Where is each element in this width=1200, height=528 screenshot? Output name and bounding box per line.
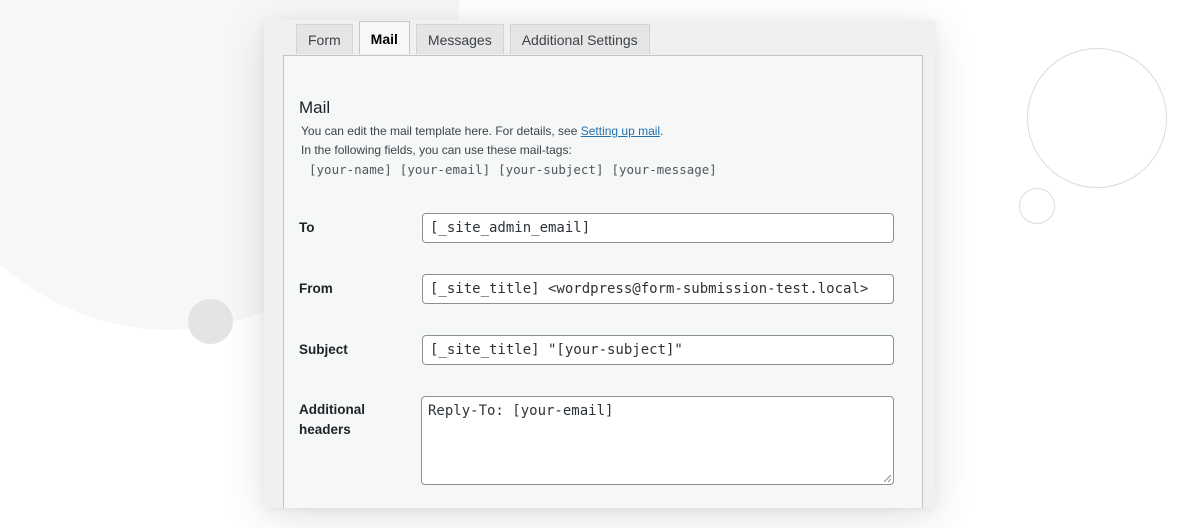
resize-handle-icon[interactable] [884, 475, 891, 482]
from-input[interactable]: [_site_title] <wordpress@form-submission… [422, 274, 894, 304]
additional-headers-label-line1: Additional [299, 402, 365, 417]
description-suffix: . [660, 124, 664, 138]
mail-tag: [your-subject] [498, 162, 604, 177]
subject-input[interactable]: [_site_title] "[your-subject]" [422, 335, 894, 365]
from-label: From [299, 281, 333, 296]
contact-form-editor-card: Form Mail Messages Additional Settings M… [264, 20, 935, 508]
tags-intro: In the following fields, you can use the… [301, 143, 572, 157]
background-dot [188, 299, 233, 344]
editor-tabs: Form Mail Messages Additional Settings [296, 21, 650, 54]
tab-additional-settings[interactable]: Additional Settings [509, 24, 650, 54]
additional-headers-label: Additional headers [299, 400, 365, 440]
to-label: To [299, 220, 315, 235]
mail-tag: [your-name] [309, 162, 392, 177]
section-title: Mail [299, 98, 331, 117]
description-line: You can edit the mail template here. For… [301, 122, 717, 141]
description-text: You can edit the mail template here. For… [301, 124, 581, 138]
tab-messages[interactable]: Messages [415, 24, 504, 54]
mail-tags-list: [your-name] [your-email] [your-subject] … [301, 160, 717, 179]
mail-panel: Mail You can edit the mail template here… [283, 55, 923, 508]
additional-headers-textarea[interactable]: Reply-To: [your-email] [421, 396, 894, 485]
tab-mail[interactable]: Mail [358, 21, 410, 54]
section-description: You can edit the mail template here. For… [301, 122, 717, 179]
mail-tag: [your-email] [399, 162, 491, 177]
subject-label: Subject [299, 342, 348, 357]
to-input[interactable]: [_site_admin_email] [422, 213, 894, 243]
mail-tag: [your-message] [611, 162, 717, 177]
additional-headers-label-line2: headers [299, 422, 351, 437]
tab-form[interactable]: Form [296, 24, 353, 54]
background-ring-small [1019, 188, 1055, 224]
additional-headers-value: Reply-To: [your-email] [428, 403, 614, 419]
setting-up-mail-link[interactable]: Setting up mail [580, 124, 661, 138]
background-ring-large [1027, 48, 1167, 188]
